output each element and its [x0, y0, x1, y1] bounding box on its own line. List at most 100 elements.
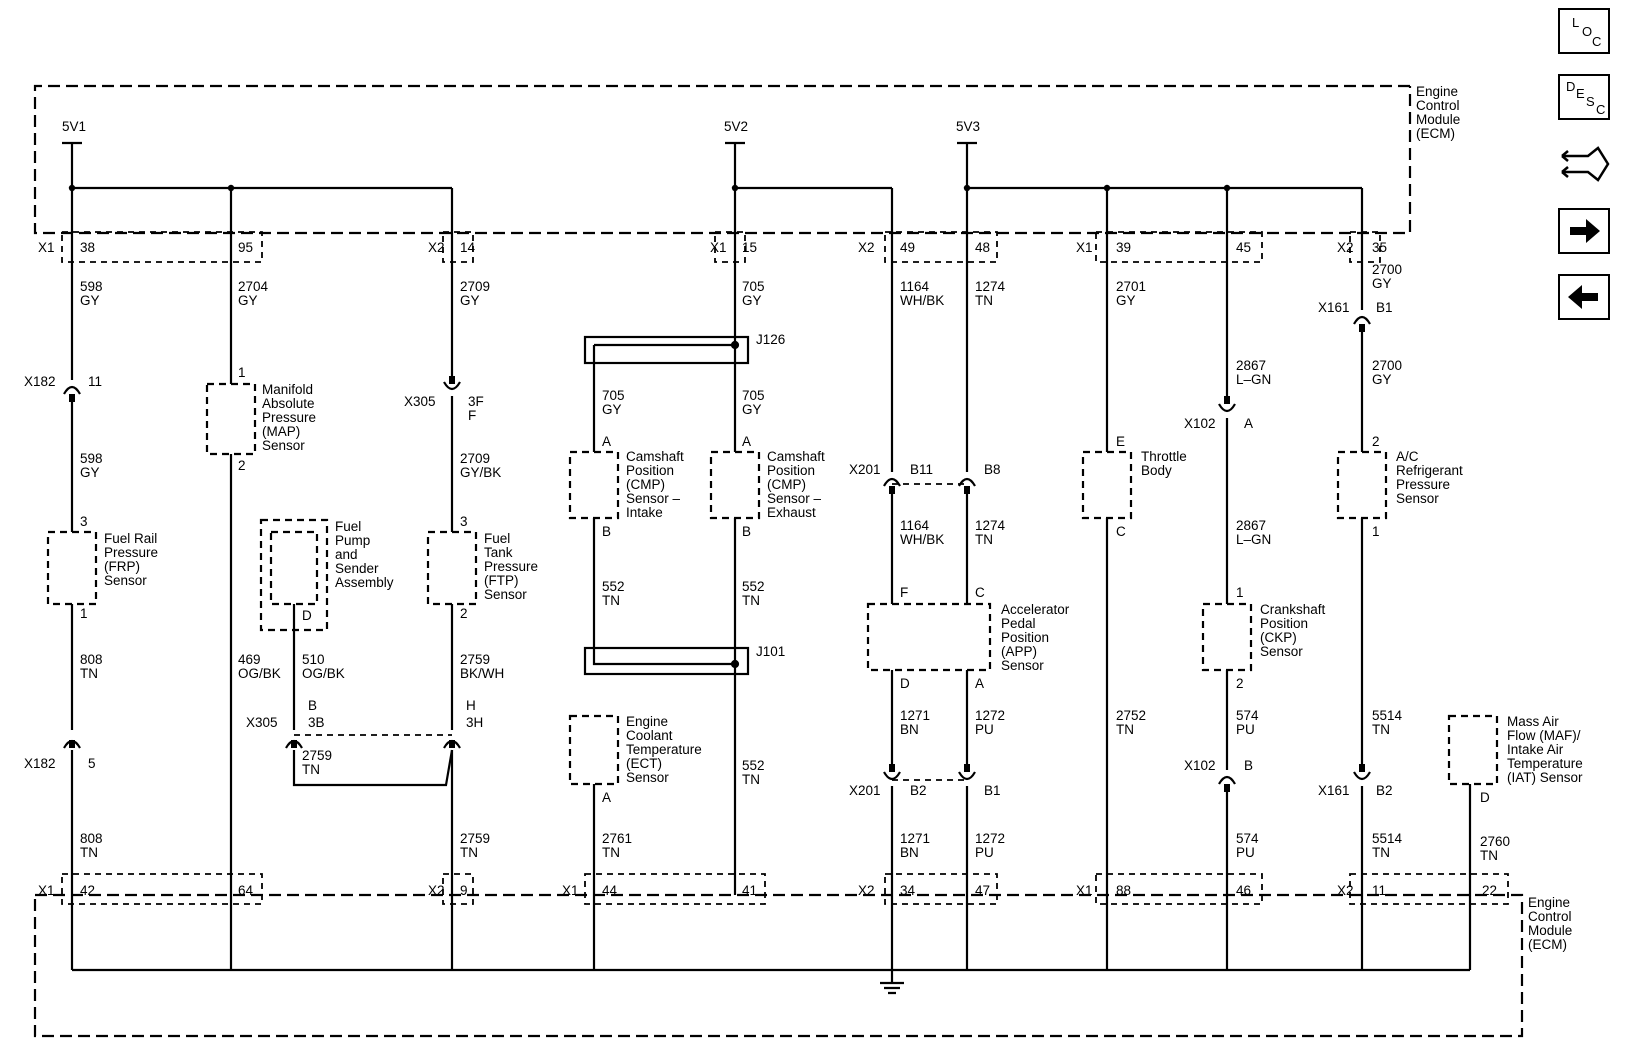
- svg-text:Body: Body: [1141, 463, 1172, 478]
- svg-text:B: B: [742, 524, 751, 539]
- svg-text:TN: TN: [1480, 848, 1498, 863]
- svg-text:A/C: A/C: [1396, 449, 1419, 464]
- connector-top-x1-b: [714, 231, 746, 263]
- cmp-exhaust-label: Camshaft Position (CMP) Sensor – Exhaust…: [742, 434, 825, 539]
- svg-text:Position: Position: [767, 463, 815, 478]
- svg-text:22: 22: [1482, 883, 1497, 898]
- cmp-intake-box: [568, 450, 620, 520]
- connector-view-button[interactable]: [1558, 140, 1610, 186]
- svg-text:TN: TN: [602, 845, 620, 860]
- next-button[interactable]: [1558, 208, 1610, 254]
- svg-text:(FRP): (FRP): [104, 559, 140, 574]
- svg-text:WH/BK: WH/BK: [900, 532, 944, 547]
- svg-text:X305: X305: [404, 394, 436, 409]
- svg-text:A: A: [602, 790, 611, 805]
- svg-text:TN: TN: [975, 532, 993, 547]
- x305-top-connector-symbol: [443, 381, 461, 391]
- svg-text:B8: B8: [984, 462, 1001, 477]
- svg-text:Sensor –: Sensor –: [767, 491, 822, 506]
- svg-text:44: 44: [602, 883, 618, 898]
- svg-text:Flow (MAF)/: Flow (MAF)/: [1507, 728, 1581, 743]
- loc-button[interactable]: L O C: [1558, 8, 1610, 54]
- svg-text:F: F: [468, 408, 476, 423]
- svg-text:2: 2: [460, 606, 468, 621]
- svg-text:1271: 1271: [900, 708, 930, 723]
- desc-button[interactable]: D E S C: [1558, 74, 1610, 120]
- svg-text:1274: 1274: [975, 279, 1006, 294]
- svg-text:(ECM): (ECM): [1528, 937, 1567, 952]
- svg-text:Accelerator: Accelerator: [1001, 602, 1070, 617]
- svg-text:5514: 5514: [1372, 708, 1403, 723]
- svg-text:B: B: [308, 698, 317, 713]
- cmp-exhaust-box: [709, 450, 761, 520]
- previous-button[interactable]: [1558, 274, 1610, 320]
- svg-text:WH/BK: WH/BK: [900, 293, 944, 308]
- svg-text:2759: 2759: [460, 831, 490, 846]
- svg-text:Position: Position: [626, 463, 674, 478]
- svg-text:1: 1: [238, 365, 246, 380]
- cmp-intake-label: Camshaft Position (CMP) Sensor – Intake …: [602, 434, 684, 539]
- fuel-pump-label: Fuel Pump and Sender Assembly D: [302, 519, 394, 623]
- svg-text:X1: X1: [38, 883, 55, 898]
- arrow-right-icon: [1570, 219, 1600, 243]
- svg-text:BN: BN: [900, 845, 919, 860]
- svg-text:BN: BN: [900, 722, 919, 737]
- svg-text:Sensor: Sensor: [626, 770, 669, 785]
- svg-text:Pressure: Pressure: [484, 559, 538, 574]
- ckp-sensor-label: Crankshaft Position (CKP) Sensor 1 2: [1236, 585, 1326, 691]
- svg-text:TN: TN: [302, 762, 320, 777]
- map-sensor-box: [205, 382, 257, 456]
- svg-text:Exhaust: Exhaust: [767, 505, 816, 520]
- app-sensor-label: Accelerator Pedal Position (APP) Sensor …: [900, 585, 1070, 691]
- svg-text:TN: TN: [80, 845, 98, 860]
- svg-text:574: 574: [1236, 708, 1259, 723]
- svg-text:3B: 3B: [308, 715, 325, 730]
- svg-text:TN: TN: [742, 593, 760, 608]
- x102-b-connector-symbol: [1218, 775, 1236, 785]
- svg-text:2704: 2704: [238, 279, 269, 294]
- svg-text:Throttle: Throttle: [1141, 449, 1187, 464]
- svg-text:Engine: Engine: [626, 714, 668, 729]
- svg-text:C: C: [1592, 34, 1601, 49]
- svg-text:Fuel: Fuel: [335, 519, 361, 534]
- svg-text:41: 41: [742, 883, 757, 898]
- svg-text:B: B: [1244, 758, 1253, 773]
- svg-text:X1: X1: [710, 240, 727, 255]
- svg-text:Pump: Pump: [335, 533, 370, 548]
- connector-bottom-x2-a: [442, 873, 474, 905]
- svg-text:C: C: [1596, 102, 1605, 117]
- svg-text:X305: X305: [246, 715, 278, 730]
- connector-top-x1-a: [61, 231, 263, 263]
- svg-text:Sensor: Sensor: [262, 438, 305, 453]
- connector-bottom-x1-a: [61, 873, 263, 905]
- svg-text:D: D: [900, 676, 910, 691]
- svg-text:X201: X201: [849, 783, 881, 798]
- svg-text:88: 88: [1116, 883, 1131, 898]
- svg-text:PU: PU: [975, 722, 994, 737]
- svg-text:2761: 2761: [602, 831, 632, 846]
- svg-text:1271: 1271: [900, 831, 930, 846]
- svg-text:GY: GY: [742, 402, 762, 417]
- svg-text:X201: X201: [849, 462, 881, 477]
- svg-text:Crankshaft: Crankshaft: [1260, 602, 1326, 617]
- svg-text:2700: 2700: [1372, 358, 1402, 373]
- svg-text:2: 2: [238, 458, 246, 473]
- ckp-sensor-box: [1201, 602, 1253, 672]
- ftp-sensor-label: Fuel Tank Pressure (FTP) Sensor 3 2: [460, 514, 538, 621]
- svg-text:1272: 1272: [975, 708, 1005, 723]
- svg-text:GY: GY: [460, 293, 480, 308]
- connector-bottom-x1-c: [1095, 873, 1263, 905]
- svg-text:GY/BK: GY/BK: [460, 465, 501, 480]
- svg-text:B2: B2: [910, 783, 927, 798]
- svg-text:A: A: [975, 676, 984, 691]
- svg-text:Temperature: Temperature: [626, 742, 702, 757]
- svg-text:X2: X2: [428, 240, 445, 255]
- ground-symbol: [880, 970, 904, 995]
- svg-text:TN: TN: [742, 772, 760, 787]
- svg-text:J101: J101: [756, 644, 785, 659]
- svg-text:1272: 1272: [975, 831, 1005, 846]
- x201-b2-connector-symbol: [883, 771, 901, 781]
- svg-text:1274: 1274: [975, 518, 1006, 533]
